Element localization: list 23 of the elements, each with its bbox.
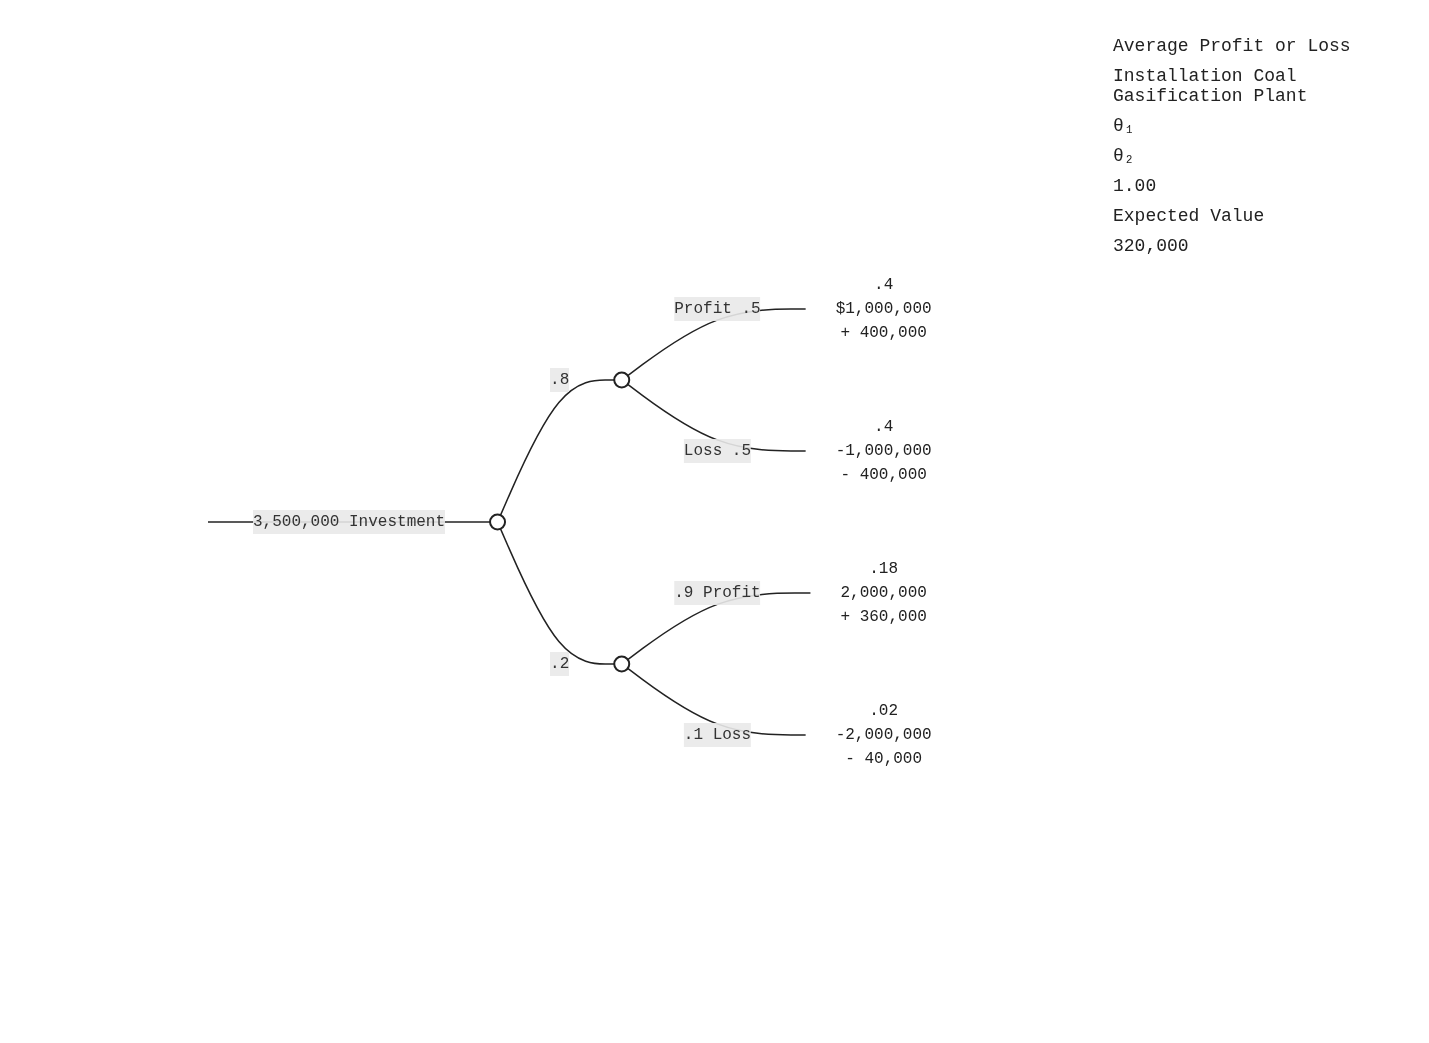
connector xyxy=(499,378,615,516)
node-text: .4 -1,000,000 - 400,000 xyxy=(835,417,932,484)
edge-label: Loss .5 xyxy=(683,441,751,460)
edge-label: Profit .5 xyxy=(673,299,761,318)
edge-label: .9 Profit xyxy=(673,583,761,602)
note-label: Average Profit or Loss xyxy=(1113,36,1351,56)
note-label: 320,000 xyxy=(1113,236,1189,256)
note-label: Installation Coal Gasification Plant xyxy=(1113,66,1309,106)
note-label: Expected Value xyxy=(1113,206,1265,226)
connector xyxy=(499,527,615,665)
node-circle xyxy=(612,371,630,388)
node-text: .18 2,000,000 + 360,000 xyxy=(840,559,927,626)
node-text: .4 $1,000,000 + 400,000 xyxy=(835,275,932,342)
note-label: θ₂ xyxy=(1113,146,1135,166)
edge-label: .8 xyxy=(549,370,569,389)
edge-label: .2 xyxy=(549,654,569,673)
edge-label: .1 Loss xyxy=(683,725,751,744)
edge-label: 3,500,000 Investment xyxy=(252,512,445,531)
note-label: θ₁ xyxy=(1113,116,1135,136)
node-text: .02 -2,000,000 - 40,000 xyxy=(835,701,932,768)
note-label: 1.00 xyxy=(1113,176,1157,196)
node-circle xyxy=(488,513,506,530)
node-circle xyxy=(612,655,630,672)
